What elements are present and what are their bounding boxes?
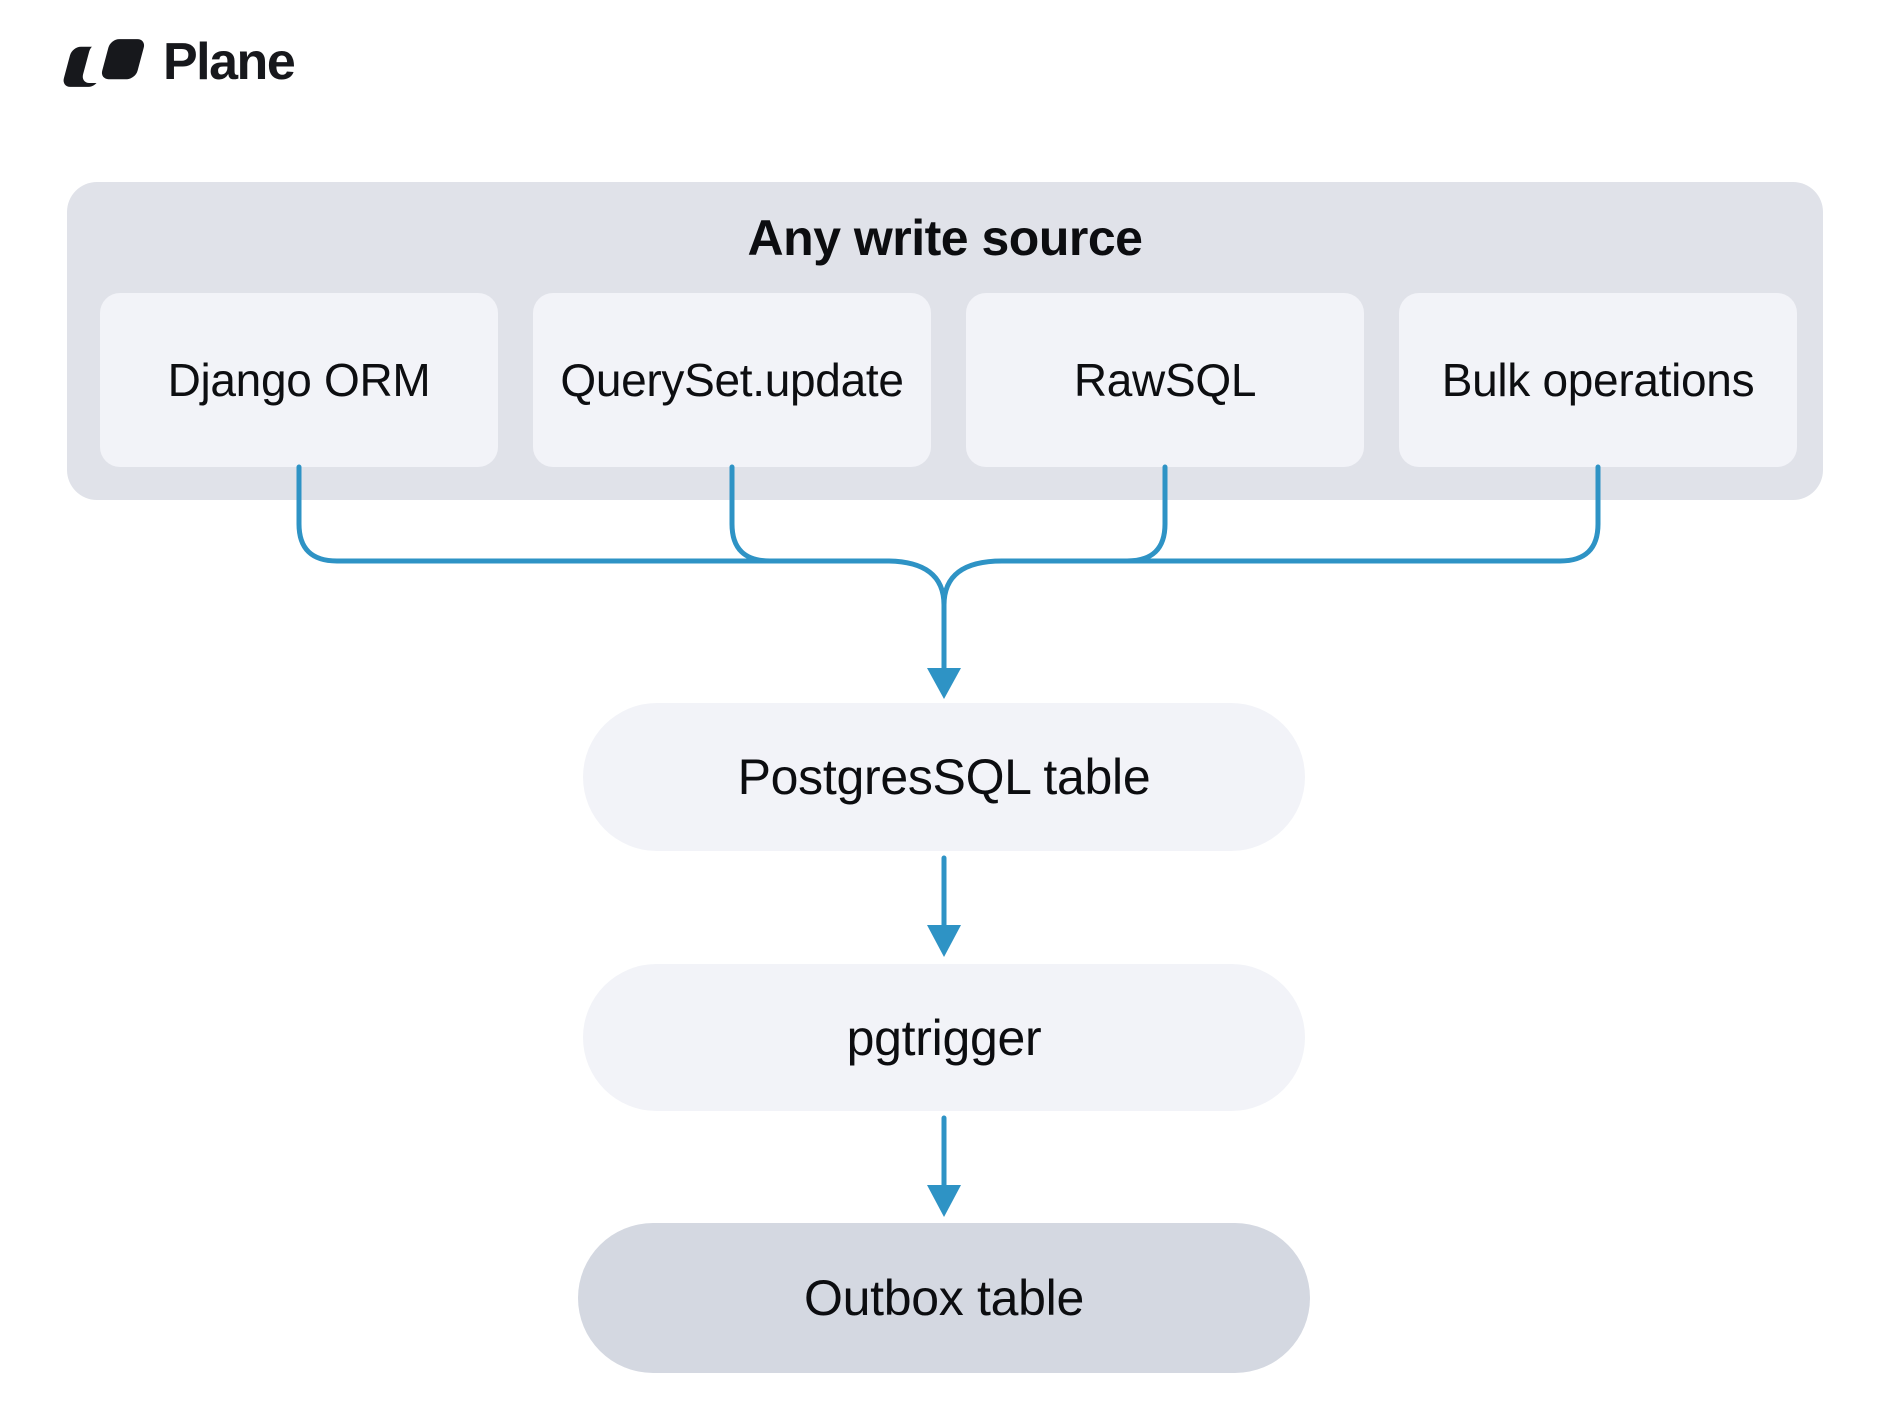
arrowhead-postgres-to-pgtrigger-icon [927,925,961,957]
node-pgtrigger: pgtrigger [583,964,1305,1111]
write-source-group: Any write source Django ORM QuerySet.upd… [67,182,1823,500]
plane-logo-icon [63,39,145,87]
source-card-django-orm: Django ORM [100,293,498,467]
merge-arrowhead-icon [927,668,961,699]
source-card-queryset-update: QuerySet.update [533,293,931,467]
source-card-bulk-operations: Bulk operations [1399,293,1797,467]
arrowhead-pgtrigger-to-outbox-icon [927,1185,961,1217]
node-postgres-table: PostgresSQL table [583,703,1305,851]
group-title: Any write source [747,210,1143,266]
brand-name: Plane [163,33,296,91]
node-outbox-table: Outbox table [578,1223,1310,1373]
source-card-rawsql: RawSQL [966,293,1364,467]
brand-header: Plane [61,33,296,91]
